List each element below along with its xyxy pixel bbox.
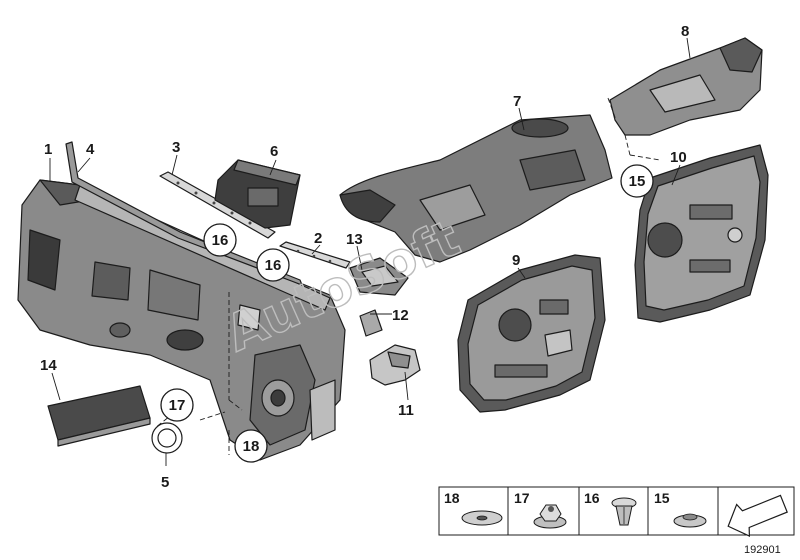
circled-callout-16-lower: 16 [256,248,290,282]
hex-nut-icon [533,504,567,529]
callout-11: 11 [398,402,414,419]
part-7-tunnel [339,114,613,263]
svg-text:16: 16 [265,257,282,274]
flat-washer-icon [461,510,503,526]
fastener-legend: 18 17 16 15 [438,486,795,537]
callout-7: 7 [513,93,521,110]
circled-callout-17: 17 [160,388,194,422]
legend-label-18: 18 [444,490,460,506]
spring-nut-icon [673,513,707,528]
callout-4: 4 [86,141,95,158]
callout-14: 14 [40,357,57,374]
callout-9: 9 [512,252,520,269]
svg-text:16: 16 [212,232,229,249]
diagram-number: 192901 [744,544,781,556]
part-9-door-panel [457,254,606,413]
arrow-icon [727,494,788,537]
part-6-box [214,159,301,229]
part-2-gasket [279,241,351,269]
part-4-strip [65,141,303,286]
callout-12: 12 [392,307,409,324]
svg-text:18: 18 [243,438,260,455]
circled-callout-15: 15 [620,164,654,198]
callout-6: 6 [270,143,278,160]
expanding-rivet-icon [611,497,637,526]
part-3-gasket [159,171,276,239]
circled-callout-18: 18 [234,429,268,463]
legend-label-15: 15 [654,490,670,506]
circled-callouts: 16 16 15 17 18 [160,164,654,463]
part-5-grommet [151,422,183,454]
callout-5: 5 [161,474,169,491]
callout-10: 10 [670,149,687,166]
callout-1: 1 [44,141,52,158]
part-13-bracket [349,257,409,296]
callout-3: 3 [172,139,180,156]
part-14-sound-pad [47,385,151,447]
svg-text:15: 15 [629,173,646,190]
part-12-bracket [359,309,383,337]
callouts: 1 2 3 4 5 6 7 8 9 10 11 12 13 14 [40,23,689,491]
part-8-heat-shield [609,37,763,136]
circled-callout-16-upper: 16 [203,223,237,257]
callout-8: 8 [681,23,689,40]
part-11-insulator [369,344,421,386]
callout-2: 2 [314,230,322,247]
callout-13: 13 [346,231,363,248]
part-10-door-panel [634,144,769,323]
svg-text:17: 17 [169,397,186,414]
legend-label-17: 17 [514,490,530,506]
legend-label-16: 16 [584,490,600,506]
